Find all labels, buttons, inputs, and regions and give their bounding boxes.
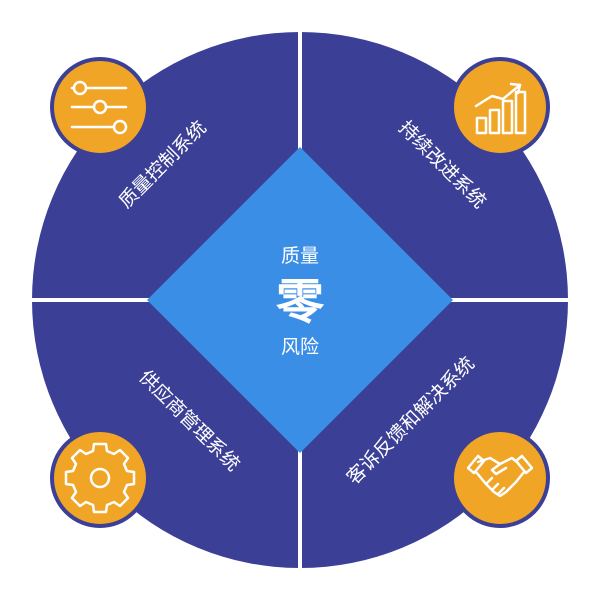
- sliders-icon: [50, 57, 150, 157]
- center-diamond: [147, 147, 453, 453]
- center-line3: 风险: [281, 336, 319, 358]
- center-line2: 零: [276, 274, 325, 330]
- handshake-icon: [450, 428, 550, 528]
- center-line1: 质量: [281, 245, 319, 267]
- gear-icon: [50, 428, 150, 528]
- growth-chart-icon: [450, 57, 550, 157]
